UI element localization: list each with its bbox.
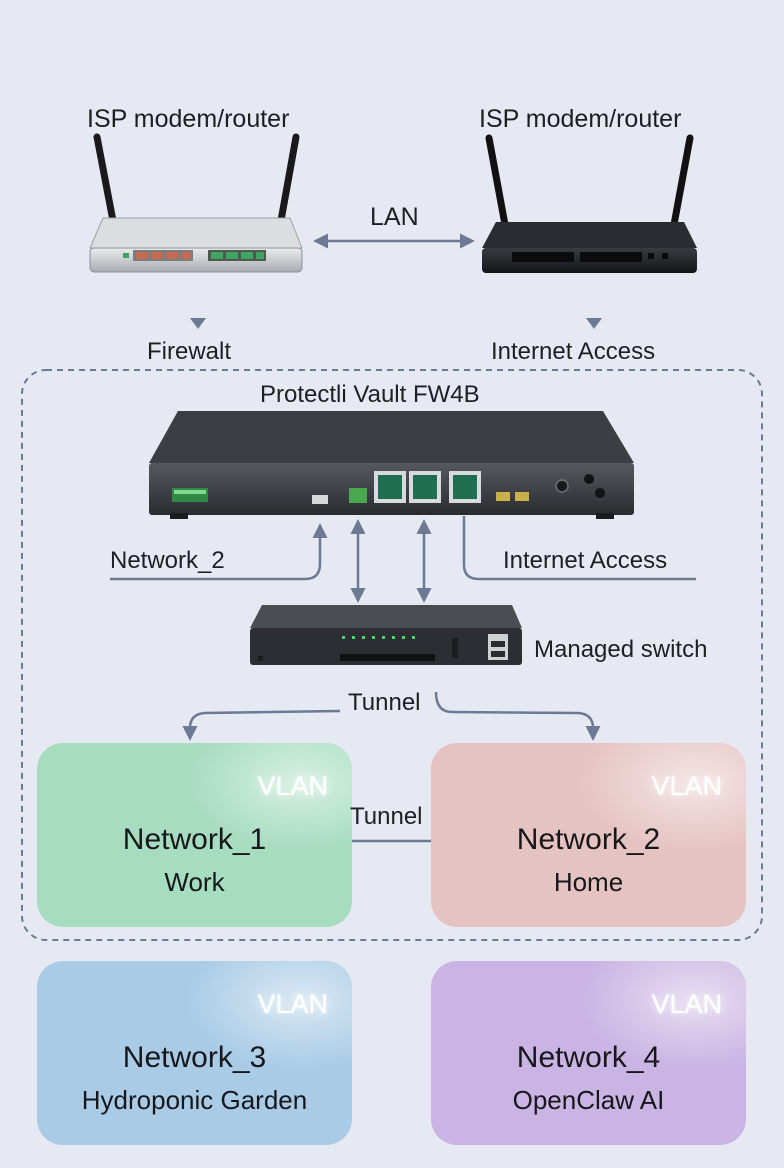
- vlan-description: Home: [553, 867, 624, 897]
- vlan-description: Work: [164, 867, 225, 897]
- internet-port-line: [462, 516, 696, 581]
- internet-access-top-label: Internet Access: [491, 338, 656, 365]
- firewall-device-icon: [149, 411, 634, 519]
- vlan-badge: VLAN: [651, 989, 722, 1019]
- vlan-name: Network_1: [122, 823, 267, 856]
- managed-switch-label: Managed switch: [534, 636, 708, 663]
- router-left-label: ISP modem/router: [87, 105, 290, 133]
- tunnel-vlan-label: Tunnel: [350, 803, 423, 830]
- vlan-description: Hydroponic Garden: [81, 1085, 308, 1115]
- card-glow: [182, 961, 352, 1071]
- card-glow: [182, 743, 352, 853]
- lan-label: LAN: [370, 203, 419, 231]
- network2-port-label: Network_2: [110, 547, 225, 574]
- vlan-badge: VLAN: [257, 771, 328, 801]
- internet-down-arrow: [586, 318, 602, 329]
- vlan-badge: VLAN: [651, 771, 722, 801]
- vlan-card-network-1: VLAN Network_1 Work: [37, 743, 352, 927]
- tunnel-right-branch: [434, 691, 601, 741]
- vlan-name: Network_2: [516, 823, 661, 856]
- managed-switch-icon: [250, 605, 522, 665]
- router-right-label: ISP modem/router: [479, 105, 682, 133]
- firewall-down-arrow: [190, 318, 206, 329]
- firewall-device-label: Protectli Vault FW4B: [260, 381, 480, 408]
- router-black-icon: [482, 134, 697, 273]
- vlan-badge: VLAN: [257, 989, 328, 1019]
- internet-access-port-label: Internet Access: [503, 547, 668, 574]
- card-glow: [576, 961, 746, 1071]
- vlan-card-network-4: VLAN Network_4 OpenClaw AI: [431, 961, 746, 1145]
- vlan-name: Network_4: [516, 1041, 661, 1074]
- vlan-card-network-3: VLAN Network_3 Hydroponic Garden: [37, 961, 352, 1145]
- vlan-name: Network_3: [122, 1041, 267, 1074]
- protected-zone-border: [21, 369, 763, 941]
- vlan-description: OpenClaw AI: [512, 1085, 665, 1115]
- tunnel-switch-label: Tunnel: [348, 689, 421, 716]
- card-glow: [576, 743, 746, 853]
- vlan-card-network-2: VLAN Network_2 Home: [431, 743, 746, 927]
- router-silver-icon: [89, 133, 303, 273]
- firewall-label: Firewalt: [147, 338, 232, 365]
- tunnel-left-branch: [182, 709, 341, 741]
- network2-port-line: [110, 523, 328, 581]
